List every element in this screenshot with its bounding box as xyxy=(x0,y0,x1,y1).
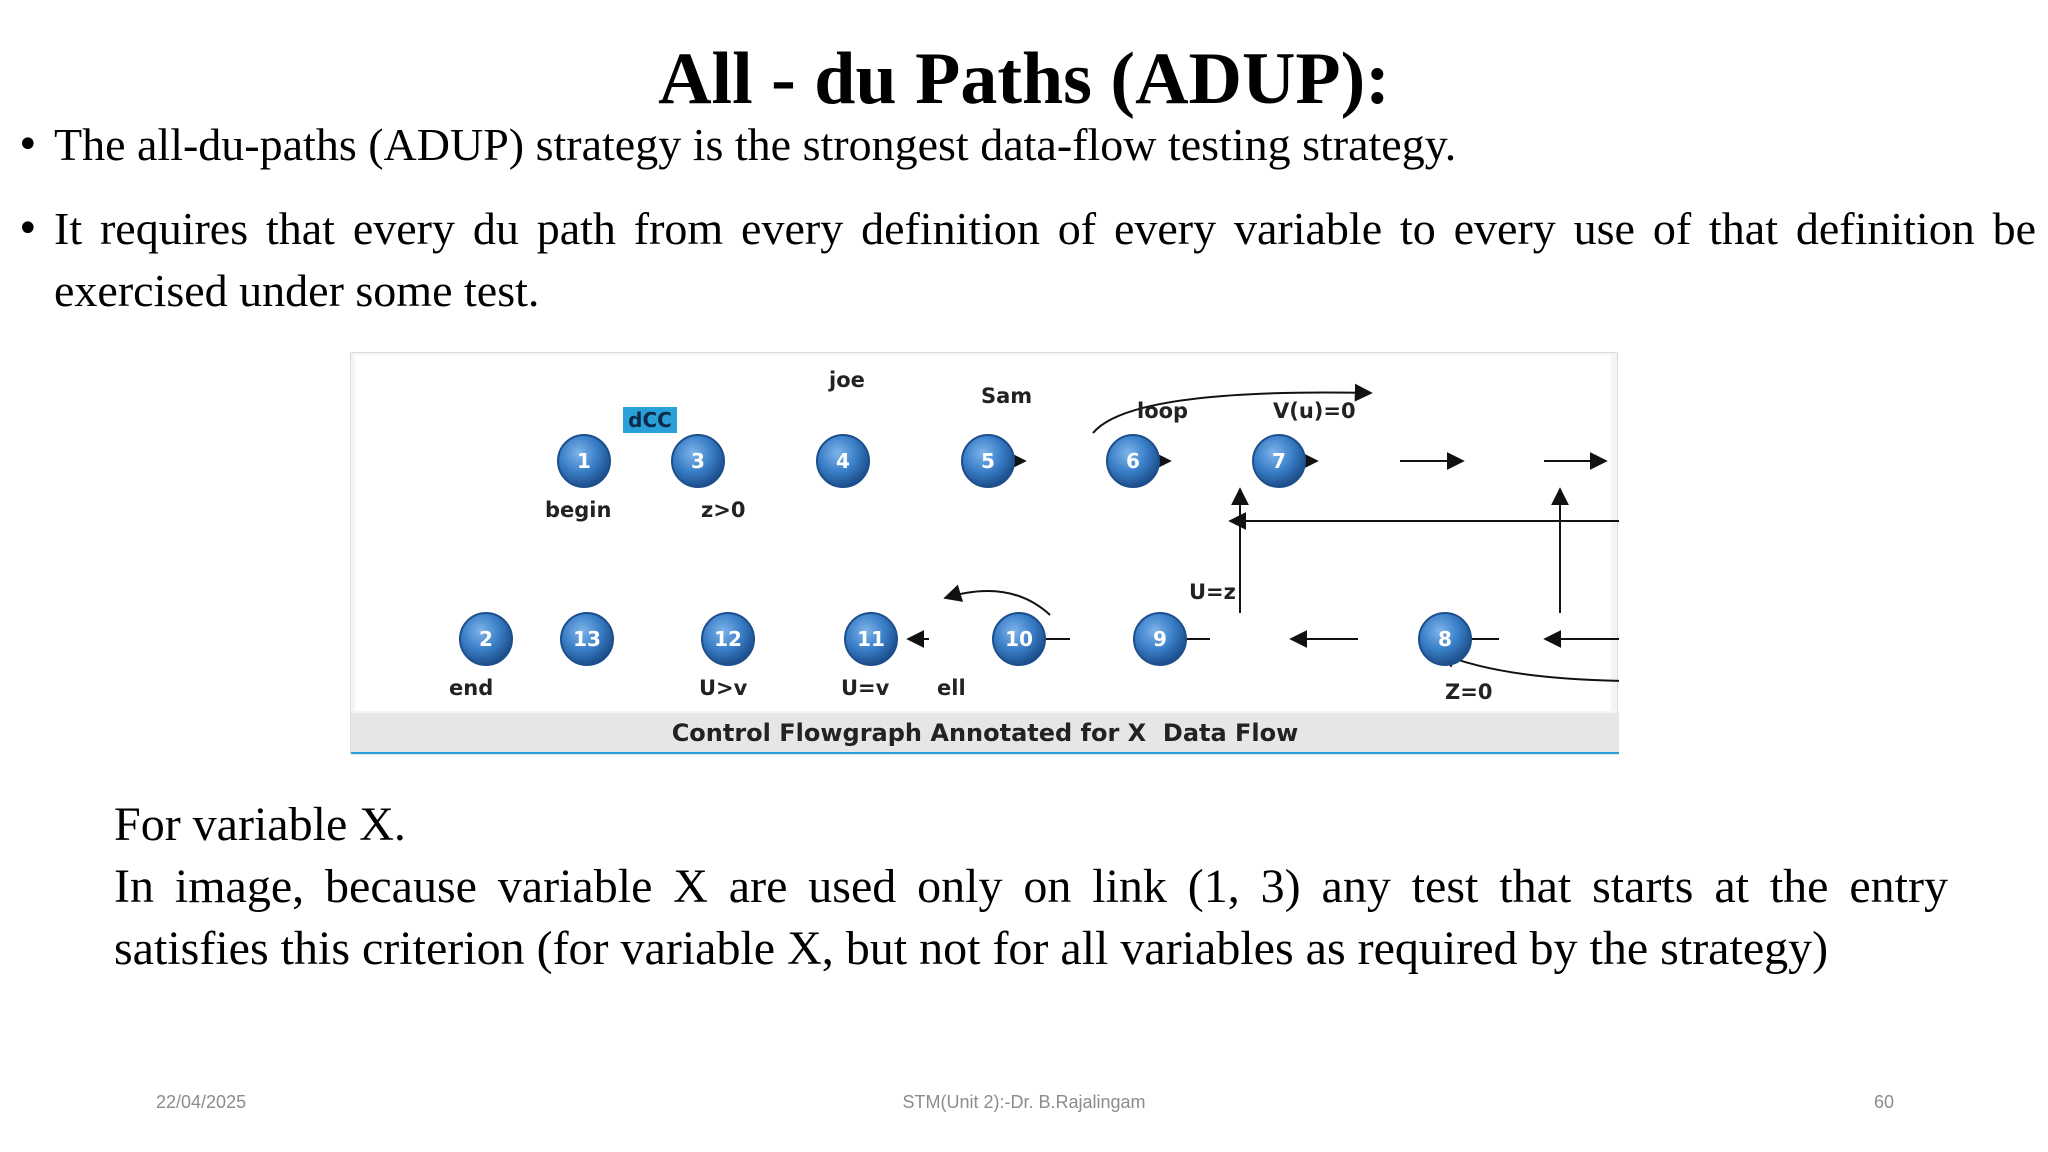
paragraph-variable: For variable X. xyxy=(114,798,406,851)
node-1-label: 1 xyxy=(577,449,591,473)
node-10-label: 10 xyxy=(1005,627,1033,651)
bullet-2-text: It requires that every du path from ever… xyxy=(54,203,2036,316)
node-11-label: 11 xyxy=(857,627,885,651)
node-9: 9 xyxy=(1133,612,1187,666)
node-8: 8 xyxy=(1418,612,1472,666)
flowgraph-svg: dCC 1 3 4 5 6 7 2 13 12 11 10 9 8 joe Sa… xyxy=(351,355,1619,755)
node-5: 5 xyxy=(961,434,1015,488)
bullet-2: • It requires that every du path from ev… xyxy=(16,198,2036,322)
label-z-gt-0: z>0 xyxy=(701,498,745,522)
slide-title: All - du Paths (ADUP): xyxy=(658,38,1390,120)
annotations: joe Sam loop V(u)=0 begin z>0 U=z end U>… xyxy=(449,368,1492,704)
control-flowgraph-figure: dCC 1 3 4 5 6 7 2 13 12 11 10 9 8 joe Sa… xyxy=(350,352,1619,755)
node-1: 1 xyxy=(557,434,611,488)
edge-7-4 xyxy=(1228,512,1619,530)
edge-8-10-curve xyxy=(1438,651,1619,682)
node-7: 7 xyxy=(1252,434,1306,488)
diagram-panel xyxy=(355,355,1611,711)
paragraph-explanation: In image, because variable X are used on… xyxy=(114,860,1948,975)
node-9-label: 9 xyxy=(1153,627,1167,651)
edge-3-5-curve xyxy=(1092,383,1373,434)
label-vu: V(u)=0 xyxy=(1273,399,1356,423)
label-u-gt-v: U>v xyxy=(699,676,748,700)
node-13-label: 13 xyxy=(573,627,601,651)
node-13: 13 xyxy=(560,612,614,666)
node-7-label: 7 xyxy=(1272,449,1286,473)
node-6-label: 6 xyxy=(1126,449,1140,473)
node-2: 2 xyxy=(459,612,513,666)
label-loop: loop xyxy=(1137,399,1188,423)
label-u-eq-v: U=v xyxy=(841,676,890,700)
label-u-eq-z: U=z xyxy=(1189,580,1236,604)
label-z-eq-0: Z=0 xyxy=(1445,680,1492,704)
label-joe: joe xyxy=(828,368,865,392)
node-5-label: 5 xyxy=(981,449,995,473)
footer-date: 22/04/2025 xyxy=(156,1092,247,1112)
node-3: 3 xyxy=(671,434,725,488)
footer-center: STM(Unit 2):-Dr. B.Rajalingam xyxy=(902,1092,1146,1112)
node-12: 12 xyxy=(701,612,755,666)
node-4-label: 4 xyxy=(836,449,850,473)
dcc-highlight xyxy=(623,407,677,433)
node-8-label: 8 xyxy=(1438,627,1452,651)
node-11: 11 xyxy=(844,612,898,666)
node-12-label: 12 xyxy=(714,627,742,651)
edge-12-13-curve xyxy=(943,584,1051,616)
node-3-label: 3 xyxy=(691,449,705,473)
dcc-label: dCC xyxy=(628,408,672,432)
node-4: 4 xyxy=(816,434,870,488)
footer-page-number: 60 xyxy=(1874,1092,1895,1112)
nodes: 1 3 4 5 6 7 2 13 12 11 10 9 8 xyxy=(459,434,1472,666)
bullet-dot: • xyxy=(16,122,40,168)
caption-band xyxy=(351,713,1619,755)
bullet-1-text: The all-du-paths (ADUP) strategy is the … xyxy=(54,119,1457,170)
bullet-1: • The all-du-paths (ADUP) strategy is th… xyxy=(16,114,2036,176)
label-end: end xyxy=(449,676,493,700)
bullet-dot: • xyxy=(16,206,40,252)
diagram-caption: Control Flowgraph Annotated for X Data F… xyxy=(672,719,1299,747)
node-6: 6 xyxy=(1106,434,1160,488)
node-2-label: 2 xyxy=(479,627,493,651)
label-sam: Sam xyxy=(981,384,1032,408)
node-10: 10 xyxy=(992,612,1046,666)
label-ell: ell xyxy=(937,676,966,700)
label-begin: begin xyxy=(545,498,611,522)
